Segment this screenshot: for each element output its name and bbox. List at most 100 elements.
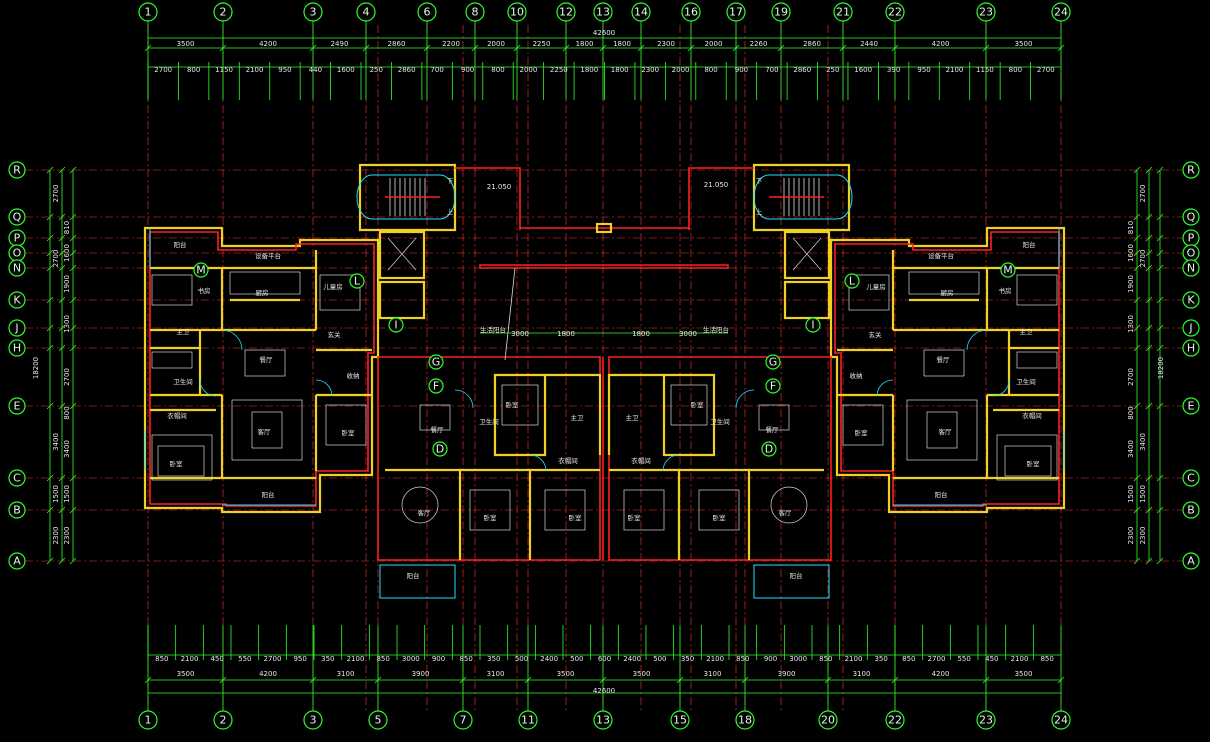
room-label-study: 书房	[198, 286, 211, 295]
dimension-text: 2100	[706, 655, 724, 663]
dimension-tick	[46, 234, 54, 242]
interior-mark	[428, 378, 444, 394]
dimension-text: 3900	[778, 670, 796, 678]
dimension-text: 2300	[63, 527, 71, 545]
dimension-text: 3500	[177, 40, 195, 48]
dimension-text: 350	[681, 655, 694, 663]
beam-line	[479, 264, 729, 269]
dimension-tick	[69, 344, 77, 352]
dimension-text: 1800	[632, 330, 650, 338]
dimension-text: 3000	[402, 655, 420, 663]
dimension-text: 1600	[854, 66, 872, 74]
dimension-text: 1300	[63, 315, 71, 333]
room-label-bedroom: 卧室	[628, 513, 642, 522]
axis-label-top: 17	[729, 6, 743, 19]
axis-bubble-right	[1182, 397, 1200, 415]
dimension-text: 2100	[1011, 655, 1029, 663]
axis-label-bottom: 15	[673, 714, 687, 727]
room-label-storage: 收纳	[850, 371, 863, 380]
room-label-dining: 餐厅	[766, 425, 780, 434]
dimension-text: 2490	[331, 40, 349, 48]
room-label-balcony: 阳台	[1023, 240, 1036, 249]
bed	[319, 274, 361, 311]
central-unit	[608, 356, 832, 561]
room-label-bedroom: 卧室	[569, 513, 583, 522]
axis-label-bottom: 22	[888, 714, 902, 727]
stair-core	[358, 163, 457, 232]
axis-label-top: 22	[888, 6, 902, 19]
axis-bubble-right	[1182, 161, 1200, 179]
total-dimension-bottom: 42600	[593, 687, 615, 695]
dimension-text: 2000	[672, 66, 690, 74]
door-swing	[315, 379, 333, 397]
dimension-tick	[741, 676, 749, 684]
room-label-guest-bath: 卫生间	[1016, 377, 1036, 386]
dimension-tick	[1156, 264, 1164, 272]
structural-line	[149, 231, 375, 507]
elevator-shaft	[378, 230, 426, 280]
axis-bubble-bottom	[303, 710, 323, 730]
axis-label-left: N	[13, 262, 21, 275]
interior-mark-label: I	[394, 319, 397, 332]
axis-label-right: A	[1187, 555, 1195, 568]
dimension-text: 2100	[181, 655, 199, 663]
dimension-text: 2860	[803, 40, 821, 48]
axis-bubble-right	[1182, 291, 1200, 309]
dimension-tick	[599, 676, 607, 684]
interior-mark	[193, 262, 209, 278]
dimension-text: 1800	[557, 330, 575, 338]
column	[595, 222, 613, 234]
dimension-text: 800	[1127, 406, 1135, 419]
axis-bubble-bottom	[518, 710, 538, 730]
axis-label-bottom: 1	[145, 714, 152, 727]
axis-label-right: Q	[1187, 211, 1196, 224]
dimension-tick	[982, 676, 990, 684]
axis-label-top: 14	[634, 6, 648, 19]
axis-bubble-top	[138, 2, 158, 22]
elevator-shaft	[783, 280, 831, 320]
corridor-wall	[455, 167, 521, 230]
dimension-text: 2250	[550, 66, 568, 74]
room-labels: 阳台阳台书房书房厨房厨房儿童房儿童房设备平台设备平台餐厅餐厅客厅客厅卧室卧室卧室…	[167, 177, 1042, 580]
axis-label-left: Q	[13, 211, 22, 224]
axis-bubble-top	[465, 2, 485, 22]
dimension-text: 250	[370, 66, 383, 74]
dimension-text: 1900	[63, 275, 71, 293]
room-label-equipment-platform: 设备平台	[255, 251, 281, 260]
elevation-left: 21.050	[487, 183, 512, 191]
dimension-text: 3400	[1139, 433, 1147, 451]
axis-bubble-right	[1182, 552, 1200, 570]
axis-label-top: 19	[774, 6, 788, 19]
axis-label-right: O	[1187, 247, 1196, 260]
dimension-text: 2700	[264, 655, 282, 663]
room-label-service-balcony: 生活阳台	[480, 325, 506, 334]
axis-bubble-top	[556, 2, 576, 22]
axis-bubble-top	[885, 2, 905, 22]
door-swing	[992, 379, 1010, 397]
axis-label-bottom: 23	[979, 714, 993, 727]
dimension-tick	[58, 474, 66, 482]
door-swing	[735, 389, 755, 409]
dimension-text: 450	[985, 655, 998, 663]
dimension-text: 2300	[1139, 527, 1147, 545]
dimension-text: 1300	[1127, 315, 1135, 333]
room-label-cloakroom: 衣帽间	[631, 456, 651, 465]
dimension-text: 3400	[52, 433, 60, 451]
dimension-tick	[374, 676, 382, 684]
dimension-tick	[144, 44, 152, 52]
dimension-text: 2700	[1139, 185, 1147, 203]
dimension-tick	[1156, 474, 1164, 482]
room-label-bedroom: 卧室	[484, 513, 498, 522]
axis-label-top: 10	[510, 6, 524, 19]
room-label-master-bath: 主卫	[177, 327, 191, 336]
axis-label-left: C	[13, 472, 21, 485]
stair-well	[356, 174, 456, 220]
dimension-text: 800	[63, 406, 71, 419]
bath-wall	[607, 373, 664, 455]
dimension-text: 2700	[928, 655, 946, 663]
dimension-text: 850	[736, 655, 749, 663]
axis-label-top: 16	[684, 6, 698, 19]
dimension-tick	[1145, 213, 1153, 221]
dimension-tick	[1156, 166, 1164, 174]
